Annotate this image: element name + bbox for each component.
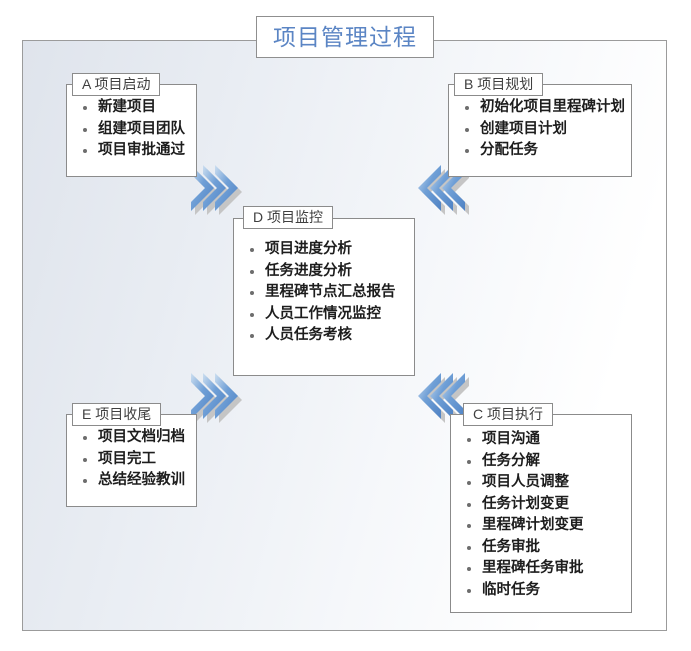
phase-c-header: C 项目执行 [463,403,553,426]
list-item: 项目完工 [81,449,190,471]
list-item: 项目进度分析 [248,239,408,261]
phase-d-header: D 项目监控 [243,206,333,229]
arrow-e-to-d-icon [186,368,248,430]
list-item: 里程碑任务审批 [465,558,625,580]
list-item: 创建项目计划 [463,119,625,141]
arrow-b-to-d-icon [412,160,474,222]
list-item: 任务计划变更 [465,494,625,516]
list-item: 项目人员调整 [465,472,625,494]
phase-box-a[interactable]: 新建项目 组建项目团队 项目审批通过 [66,84,197,177]
list-item: 分配任务 [463,140,625,162]
list-item: 项目文档归档 [81,427,190,449]
phase-box-d[interactable]: 项目进度分析 任务进度分析 里程碑节点汇总报告 人员工作情况监控 人员任务考核 [233,218,415,376]
list-item: 任务进度分析 [248,261,408,283]
list-item: 初始化项目里程碑计划 [463,97,625,119]
list-item: 任务分解 [465,451,625,473]
list-item: 任务审批 [465,537,625,559]
list-item: 项目审批通过 [81,140,190,162]
phase-d-item-list: 项目进度分析 任务进度分析 里程碑节点汇总报告 人员工作情况监控 人员任务考核 [248,239,408,347]
phase-box-b[interactable]: 初始化项目里程碑计划 创建项目计划 分配任务 [448,84,632,177]
phase-c-item-list: 项目沟通 任务分解 项目人员调整 任务计划变更 里程碑计划变更 任务审批 里程碑… [465,429,625,601]
phase-b-item-list: 初始化项目里程碑计划 创建项目计划 分配任务 [463,97,625,162]
phase-b-header: B 项目规划 [454,73,544,96]
page-title: 项目管理过程 [256,16,434,58]
list-item: 临时任务 [465,580,625,602]
phase-a-header: A 项目启动 [72,73,161,96]
phase-e-header: E 项目收尾 [72,403,162,426]
list-item: 总结经验教训 [81,470,190,492]
phase-e-item-list: 项目文档归档 项目完工 总结经验教训 [81,427,190,492]
list-item: 项目沟通 [465,429,625,451]
list-item: 人员工作情况监控 [248,304,408,326]
list-item: 人员任务考核 [248,325,408,347]
phase-box-c[interactable]: 项目沟通 任务分解 项目人员调整 任务计划变更 里程碑计划变更 任务审批 里程碑… [450,414,632,613]
list-item: 里程碑节点汇总报告 [248,282,408,304]
list-item: 组建项目团队 [81,119,190,141]
list-item: 新建项目 [81,97,190,119]
list-item: 里程碑计划变更 [465,515,625,537]
phase-a-item-list: 新建项目 组建项目团队 项目审批通过 [81,97,190,162]
phase-box-e[interactable]: 项目文档归档 项目完工 总结经验教训 [66,414,197,507]
